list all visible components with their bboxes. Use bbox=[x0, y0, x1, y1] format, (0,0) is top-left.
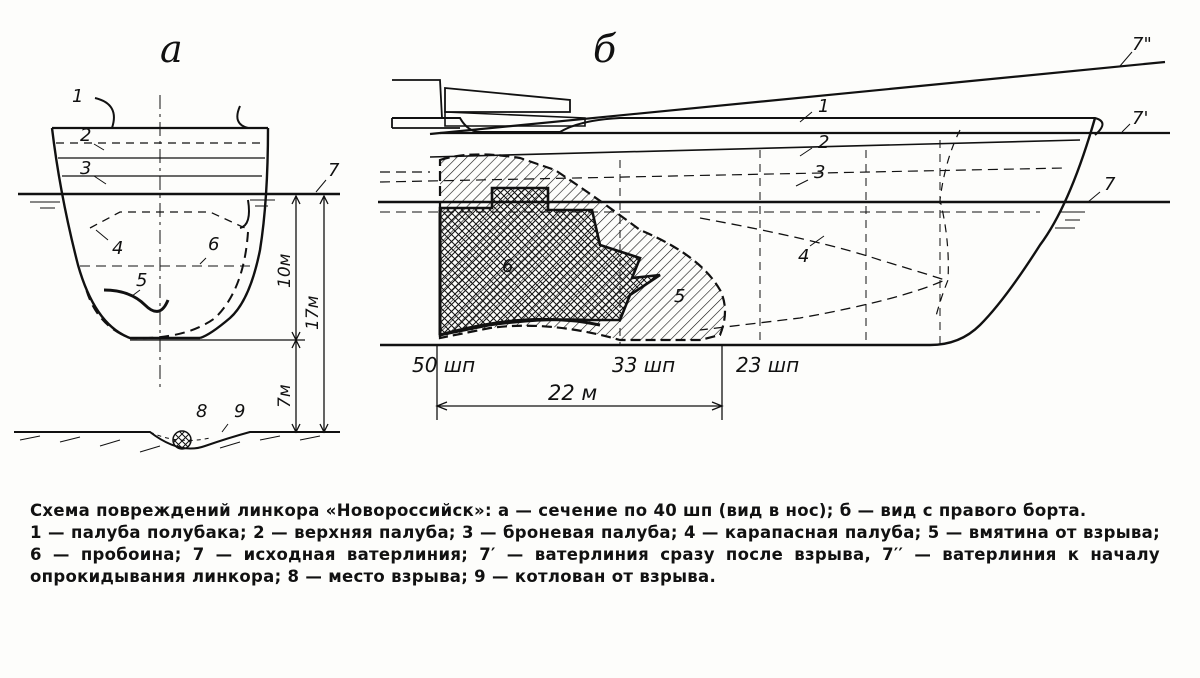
callout-8-a: 8 bbox=[196, 401, 207, 422]
waterline-7-double-prime bbox=[429, 60, 1166, 136]
callout-3-a: 3 bbox=[80, 158, 91, 179]
dim-10m-label: 10м bbox=[275, 253, 295, 288]
carapace-deck-4-a bbox=[89, 211, 246, 229]
callout-1-a: 1 bbox=[72, 86, 83, 107]
callout-2-a: 2 bbox=[80, 125, 91, 146]
forecastle-deck-1-b bbox=[392, 117, 1104, 136]
gun-barrel-lower bbox=[444, 111, 586, 127]
superstructure bbox=[392, 79, 443, 119]
frame-23-label: 23 шп bbox=[736, 353, 799, 377]
callout-7-b: 7 bbox=[1104, 174, 1116, 195]
upper-deck-2-b bbox=[429, 139, 1081, 158]
hull-starboard-side bbox=[199, 127, 270, 340]
figure-caption: Схема повреждений линкора «Новороссийск»… bbox=[30, 500, 1160, 588]
callout-7-a: 7 bbox=[328, 160, 340, 181]
callout-9-a: 9 bbox=[234, 401, 245, 422]
carapace-deck-4-b bbox=[699, 217, 947, 331]
callout-7-double-prime-b: 7" bbox=[1132, 34, 1152, 55]
explosion-site-8 bbox=[172, 430, 192, 450]
water-ripples-a bbox=[30, 199, 275, 209]
dim-22m-label: 22 м bbox=[548, 381, 597, 405]
callout-3-b: 3 bbox=[814, 162, 825, 183]
dim-17m-label: 17м bbox=[303, 295, 323, 330]
side-view-b: б bbox=[378, 27, 1170, 420]
dim-7m-label: 7м bbox=[275, 384, 295, 408]
callout-5-a: 5 bbox=[136, 270, 147, 291]
frame-50-label: 50 шп bbox=[412, 353, 475, 377]
callout-4-b: 4 bbox=[798, 246, 809, 267]
damage-diagram: а 10м 17м 7м bbox=[14, 27, 1170, 453]
frame-33-label: 33 шп bbox=[612, 353, 675, 377]
callout-4-a: 4 bbox=[112, 238, 123, 259]
caption-legend: 1 — палуба полубака; 2 — верхняя палуба;… bbox=[30, 523, 1160, 586]
dent-5-a bbox=[103, 288, 170, 313]
callout-6-a: 6 bbox=[208, 234, 219, 255]
caption-title: Схема повреждений линкора «Новороссийск»… bbox=[30, 501, 1087, 520]
seabed-a bbox=[14, 431, 340, 450]
gun-barrel-upper bbox=[444, 87, 571, 113]
callout-7-prime-b: 7' bbox=[1132, 108, 1148, 129]
hole-outline-6-a bbox=[84, 231, 249, 340]
callout-5-b: 5 bbox=[674, 286, 685, 307]
callout-2-b: 2 bbox=[818, 132, 829, 153]
panel-b-label: б bbox=[593, 27, 617, 71]
section-view-a: а 10м 17м 7м bbox=[14, 27, 340, 453]
callout-1-b: 1 bbox=[818, 96, 829, 117]
callout-6-b: 6 bbox=[502, 256, 513, 277]
panel-a-label: а bbox=[160, 27, 183, 71]
hull-bow-outline bbox=[380, 117, 1097, 347]
crater-9 bbox=[149, 431, 211, 441]
hull-port-side bbox=[50, 127, 200, 340]
